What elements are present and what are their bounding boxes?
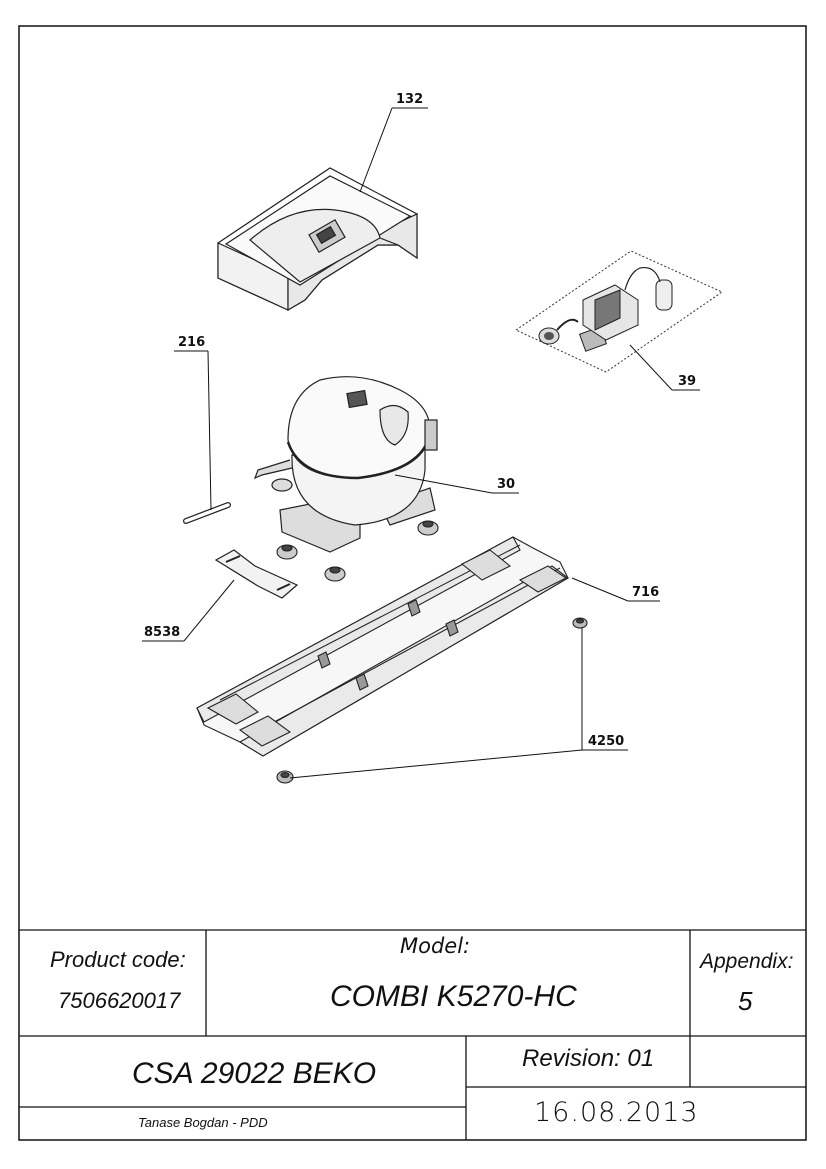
appendix-value: 5 <box>738 986 753 1016</box>
part-132-cover <box>217 167 418 312</box>
grommet <box>276 544 298 560</box>
callout-4250: 4250 <box>588 734 625 749</box>
part-216-rod <box>183 502 231 524</box>
callout-216: 216 <box>178 335 206 350</box>
sheet-border <box>18 25 807 1141</box>
title-block-grid <box>19 929 806 1140</box>
model-value: COMBI K5270-HC <box>330 980 577 1013</box>
appendix-label: Appendix: <box>700 950 794 973</box>
callout-8538: 8538 <box>144 625 181 640</box>
author: Tanase Bogdan - PDD <box>138 1115 268 1130</box>
product-code-value: 7506620017 <box>58 988 181 1013</box>
document-number: CSA 29022 BEKO <box>132 1057 377 1090</box>
leader-lines <box>142 107 700 779</box>
callout-30: 30 <box>497 477 516 492</box>
product-code-label: Product code: <box>50 947 186 972</box>
revision: Revision: 01 <box>522 1045 655 1072</box>
grommet <box>324 566 346 582</box>
callout-132: 132 <box>396 92 424 107</box>
grommet <box>276 770 294 784</box>
part-30-compressor <box>253 376 438 553</box>
grommet <box>572 617 588 629</box>
part-39-relay-kit <box>514 250 724 373</box>
date: 16.08.2013 <box>534 1097 699 1128</box>
model-label: Model: <box>400 934 471 958</box>
part-716-base-rails <box>196 536 569 757</box>
grommet <box>417 520 439 536</box>
callout-716: 716 <box>632 585 660 600</box>
grommets <box>276 520 588 784</box>
callout-39: 39 <box>678 374 697 389</box>
part-8538-plate <box>214 549 299 599</box>
